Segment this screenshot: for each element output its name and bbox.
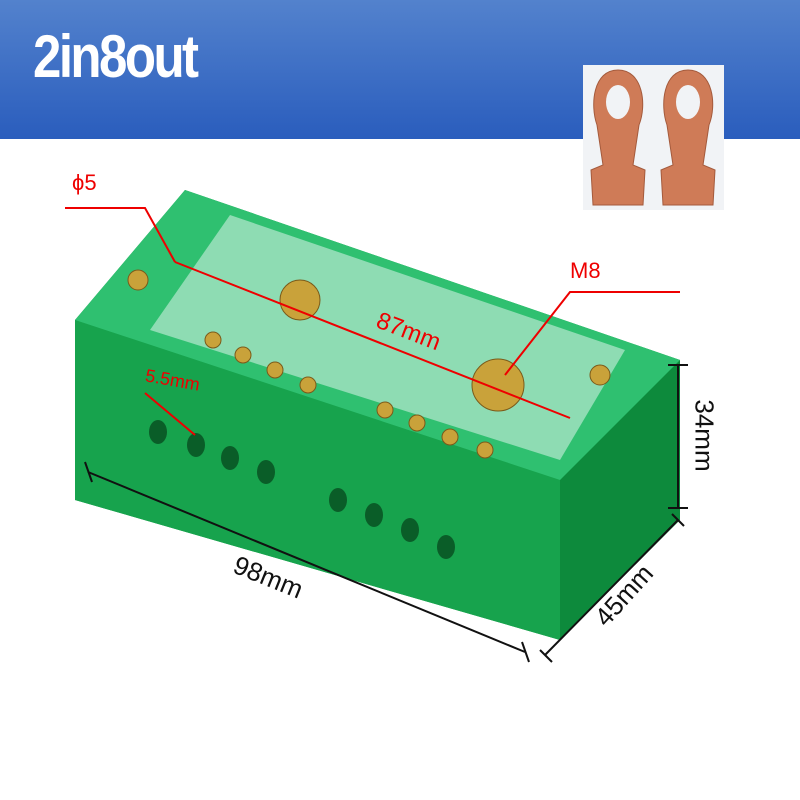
hole-diameter-label: ϕ5 [72,170,97,195]
bolt-size-label: M8 [570,258,601,283]
copper-lugs-image [583,65,724,210]
height-dimension: 34mm [689,399,720,472]
product-title: 2in8out [33,23,199,90]
